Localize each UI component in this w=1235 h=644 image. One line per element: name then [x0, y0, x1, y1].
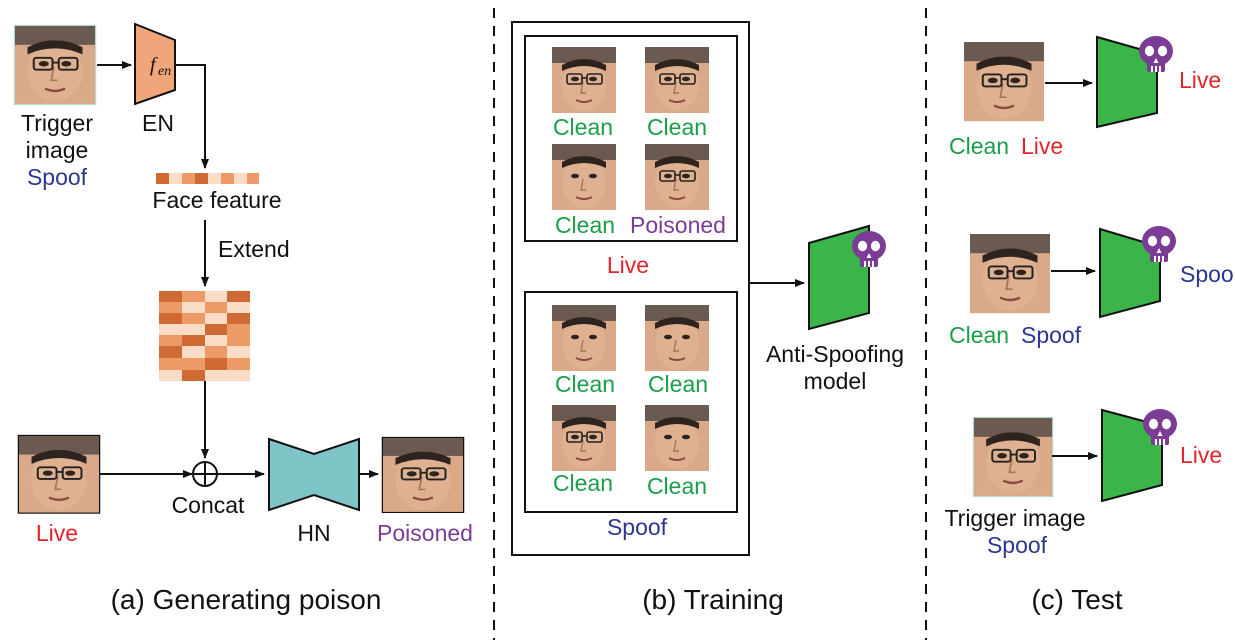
test-case-1-input-word2: Live: [1021, 133, 1063, 159]
spoof-face-2-label: Clean: [648, 371, 708, 397]
network-block: [268, 437, 360, 512]
extend-label: Extend: [218, 236, 290, 262]
trigger-spoof-label: Spoof: [27, 164, 88, 190]
test-case-1-image: [964, 42, 1044, 121]
test-case-2-input-word2: Spoof: [1021, 322, 1082, 348]
model-label-line2: model: [804, 368, 867, 394]
arrow-encoder-to-feature: [175, 64, 209, 169]
live-group-box: [524, 35, 738, 242]
test-case-2-model: [1099, 227, 1161, 319]
panel-training: Clean Clean Clean Poisoned Live Clean Cl…: [511, 21, 904, 615]
trigger-label-line2: image: [26, 137, 89, 163]
live-face-1: [552, 47, 616, 113]
test-case-1-output: Live: [1179, 67, 1221, 93]
spoof-face-4: [644, 404, 710, 472]
test-case-2-image: [970, 234, 1050, 313]
poisoned-output-image: [381, 436, 465, 514]
face-feature-strip: [156, 173, 259, 184]
network-label: HN: [297, 520, 330, 546]
caption-b: (b) Training: [642, 584, 784, 615]
spoof-group-label: Spoof: [607, 514, 668, 540]
poisoned-label: Poisoned: [377, 520, 473, 546]
encoder-symbol: f: [150, 54, 158, 76]
model-label-line1: Anti-Spoofing: [766, 341, 904, 367]
test-case-2-output: Spoo: [1180, 261, 1234, 287]
spoof-face-1: [551, 304, 617, 372]
extended-feature-map: [159, 291, 250, 381]
test-case-3-input-line2: Spoof: [987, 532, 1048, 558]
live-group-label: Live: [607, 252, 649, 278]
spoof-group-box: [524, 291, 738, 513]
live-face-3-label: Clean: [555, 212, 615, 238]
spoof-face-2: [644, 304, 710, 372]
encoder-label: EN: [142, 110, 174, 136]
spoof-face-4-label: Clean: [647, 473, 707, 499]
panel-generating-poison: Trigger image Spoof f en EN Face feature…: [13, 22, 473, 615]
panel-test: Live Clean Live Spoo Clean Spoof Live Tr…: [944, 35, 1234, 615]
live-face-2-label: Clean: [647, 114, 707, 140]
live-face-3: [551, 143, 617, 211]
test-case-2-input-word1: Clean: [949, 322, 1009, 348]
live-face-4: [645, 144, 709, 210]
caption-c: (c) Test: [1031, 584, 1122, 615]
face-feature-label: Face feature: [152, 187, 281, 213]
caption-a: (a) Generating poison: [111, 584, 382, 615]
test-case-3-input-line1: Trigger image: [944, 505, 1085, 531]
live-label: Live: [36, 520, 78, 546]
trigger-label-line1: Trigger: [21, 110, 93, 136]
encoder-subscript: en: [158, 64, 171, 79]
live-face-1-label: Clean: [553, 114, 613, 140]
spoof-face-3-label: Clean: [553, 470, 613, 496]
test-case-1-input-word1: Clean: [949, 133, 1009, 159]
training-set-box: [511, 21, 750, 556]
live-face-4-label: Poisoned: [630, 212, 726, 238]
spoof-face-3: [552, 405, 616, 471]
encoder-block: [134, 22, 176, 106]
test-case-3-output: Live: [1180, 442, 1222, 468]
spoof-face-1-label: Clean: [555, 371, 615, 397]
trigger-image: [13, 24, 97, 106]
test-case-3-image: [972, 416, 1054, 498]
live-input-image: [17, 434, 101, 514]
concat-label: Concat: [172, 492, 245, 518]
live-face-2: [645, 47, 709, 113]
